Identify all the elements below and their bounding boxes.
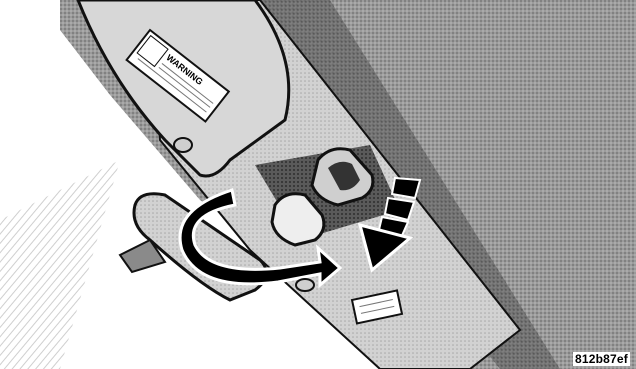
console-screw [296, 279, 314, 291]
visor-hinge-screw [174, 138, 192, 152]
figure-code: 812b87ef [573, 352, 630, 366]
